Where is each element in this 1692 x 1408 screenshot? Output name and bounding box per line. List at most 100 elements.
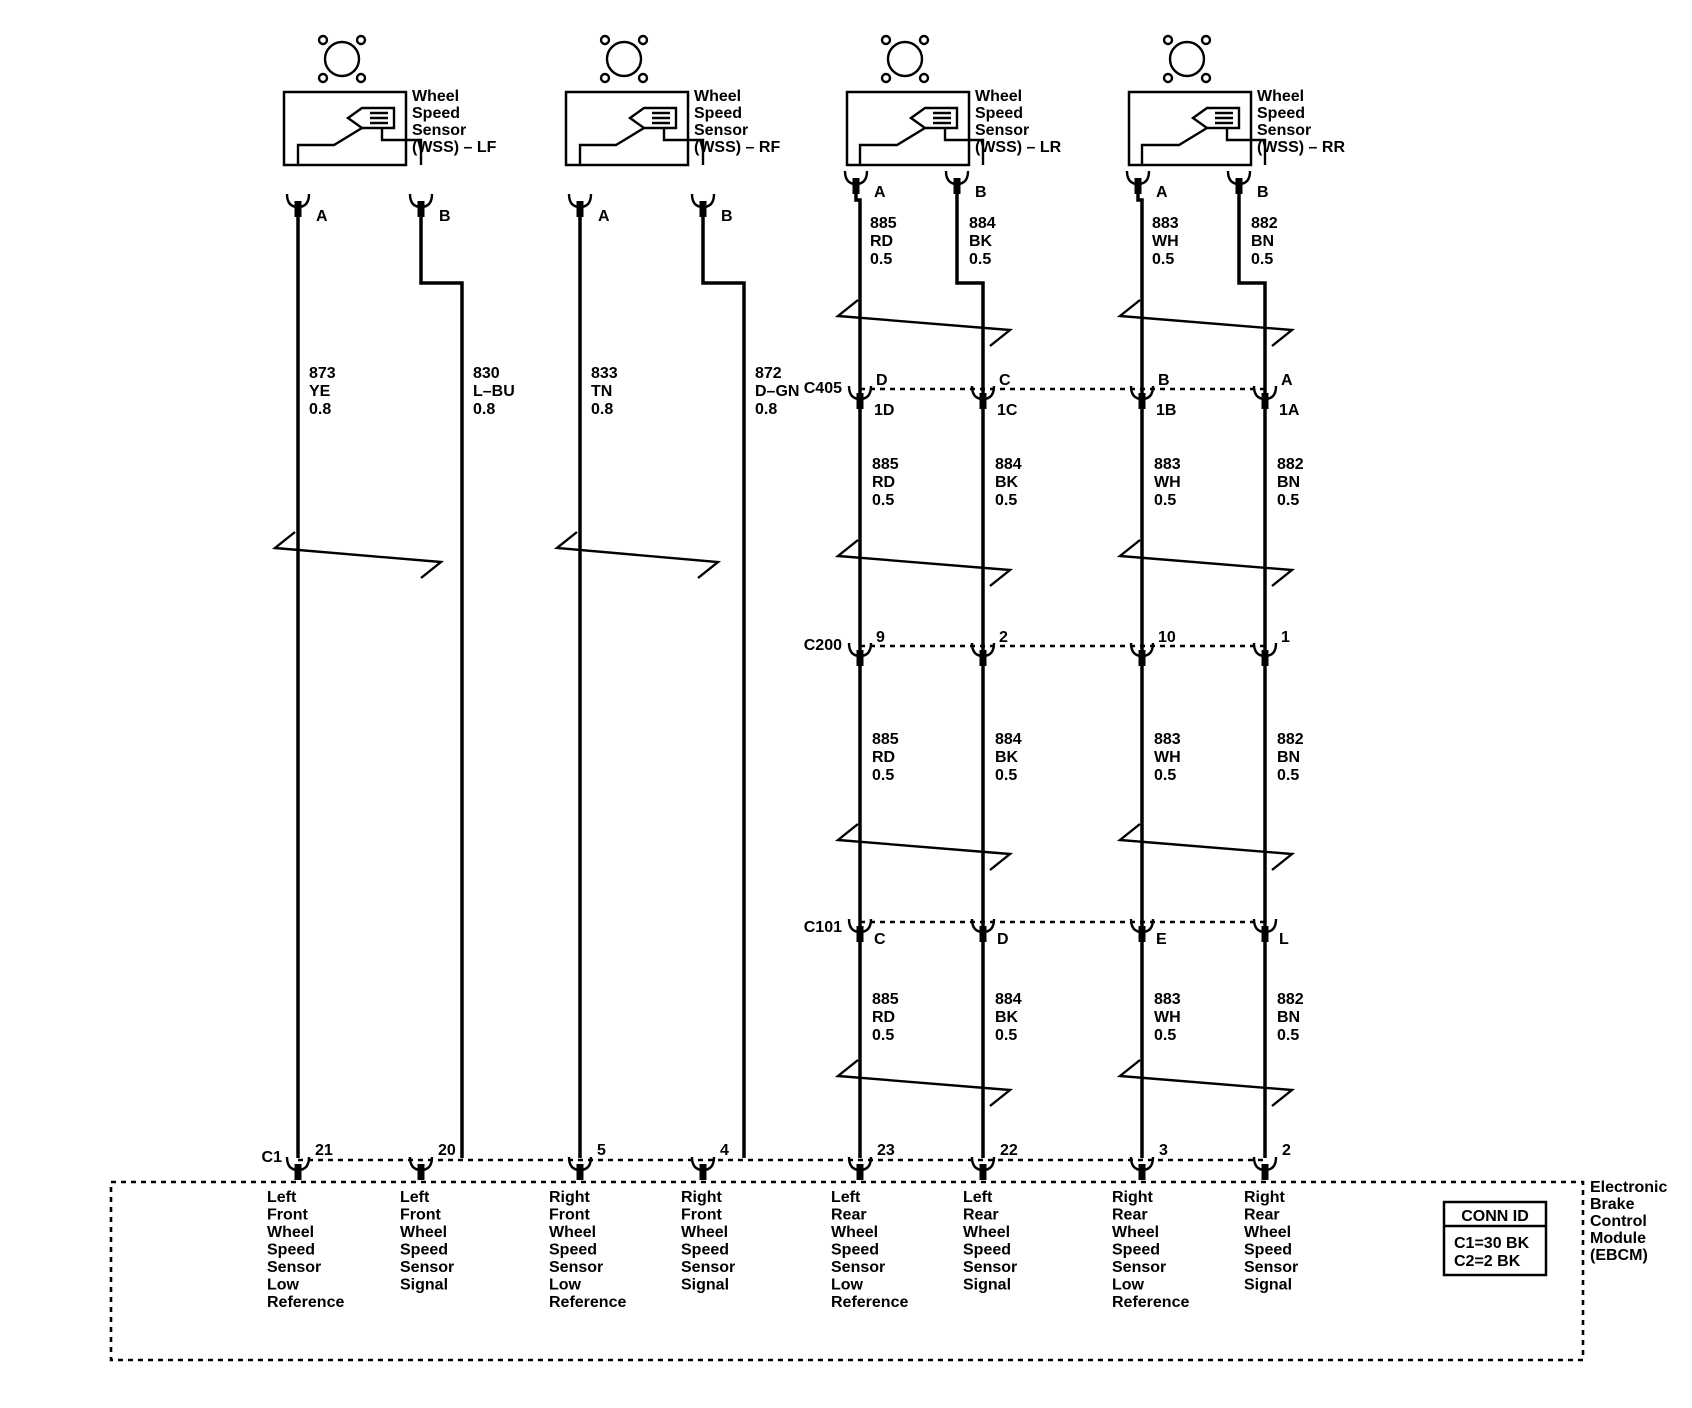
wire-circuit-number: 882 — [1277, 731, 1304, 748]
sensor-lead-a — [578, 126, 645, 165]
sensor-name-line: Sensor — [412, 122, 466, 139]
connector-pin-label: C — [999, 372, 1011, 389]
connector-pin-terminal — [417, 1164, 425, 1180]
sensor-pin-b-terminal — [1235, 178, 1243, 194]
ebcm-terminal-label: Speed — [267, 1242, 315, 1259]
wire-circuit-number: 872 — [755, 365, 782, 382]
wire-color: BN — [1277, 1009, 1300, 1026]
ebcm-name-line: Electronic — [1590, 1179, 1667, 1196]
sensor-pin-a-terminal — [294, 201, 302, 217]
pin-label: A — [598, 208, 610, 225]
connector-pin-label: 23 — [877, 1142, 895, 1159]
connector-pin-terminal — [979, 650, 987, 666]
wire-gauge: 0.5 — [1251, 251, 1273, 268]
ebcm-terminal-label: Front — [549, 1207, 591, 1224]
sensor-lead-a — [858, 126, 926, 165]
wheel-hub-icon — [605, 40, 643, 78]
wire-color: WH — [1154, 1009, 1181, 1026]
pin-label: A — [316, 208, 328, 225]
wheel-hub-icon — [886, 40, 924, 78]
connector-pin-label: L — [1279, 931, 1289, 948]
wire-gauge: 0.5 — [995, 492, 1017, 509]
ebcm-terminal-label: Sensor — [1112, 1259, 1166, 1276]
connector-pin-label: 21 — [315, 1142, 333, 1159]
wire-color: BK — [995, 474, 1019, 491]
pin-label: B — [439, 208, 451, 225]
sensor-lead-b — [662, 128, 705, 165]
connector-pin-label: 22 — [1000, 1142, 1018, 1159]
wheel-lug-icon — [355, 34, 367, 46]
pin-label: B — [721, 208, 733, 225]
wire-circuit-number: 883 — [1154, 731, 1181, 748]
connector-name: C1 — [262, 1149, 283, 1166]
ebcm-terminal-label: Left — [400, 1189, 430, 1206]
break-symbol — [834, 299, 1014, 347]
ebcm-terminal-label: Rear — [963, 1207, 999, 1224]
wire-gauge: 0.8 — [591, 401, 613, 418]
connector-pin-label: E — [1156, 931, 1167, 948]
sensor-name-line: Wheel — [975, 88, 1022, 105]
sensor-pin-b-terminal — [699, 201, 707, 217]
wire-color: BN — [1277, 749, 1300, 766]
pin-label: A — [874, 184, 886, 201]
wire-color: RD — [872, 474, 895, 491]
connector-pin-terminal — [1261, 1164, 1269, 1180]
wire-signal — [701, 217, 746, 1158]
connector-pin-terminal — [979, 926, 987, 942]
wheel-lug-icon — [317, 34, 329, 46]
ebcm-terminal-label: Rear — [1112, 1207, 1148, 1224]
break-symbol — [1116, 539, 1296, 587]
connector-pin-label: 1 — [1281, 629, 1290, 646]
wire-circuit-number: 882 — [1277, 456, 1304, 473]
wire-circuit-number: 882 — [1251, 215, 1278, 232]
ebcm-terminal-label: Reference — [1112, 1294, 1189, 1311]
wheel-hub-icon — [323, 40, 361, 78]
ebcm-outline — [109, 1180, 1585, 1362]
ebcm-terminal-label: Sensor — [549, 1259, 603, 1276]
sensor-pin-a-terminal — [576, 201, 584, 217]
wire-gauge: 0.5 — [995, 767, 1017, 784]
sensor-pin-a-terminal — [1134, 178, 1142, 194]
wire-gauge: 0.5 — [1154, 492, 1176, 509]
wheel-lug-icon — [1200, 72, 1212, 84]
sensor-name-line: Wheel — [412, 88, 459, 105]
wire-gauge: 0.8 — [309, 401, 331, 418]
connector-pin-label: 10 — [1158, 629, 1176, 646]
break-symbol — [834, 823, 1014, 871]
wire-color: RD — [872, 1009, 895, 1026]
connector-pin-terminal — [294, 1164, 302, 1180]
sensor-name-line: Speed — [1257, 105, 1305, 122]
ebcm-terminal-label: Signal — [681, 1277, 729, 1294]
wire-gauge: 0.5 — [872, 1027, 894, 1044]
connector-pin-label: 1C — [997, 402, 1018, 419]
connector-pin-terminal — [979, 393, 987, 409]
ebcm-terminal-label: Low — [267, 1277, 300, 1294]
wire-gauge: 0.5 — [872, 767, 894, 784]
connector-pin-terminal — [856, 650, 864, 666]
wire-gauge: 0.5 — [870, 251, 892, 268]
ebcm-terminal-label: Sensor — [1244, 1259, 1298, 1276]
break-symbol — [834, 1059, 1014, 1107]
wire-gauge: 0.8 — [473, 401, 495, 418]
break-symbol — [1116, 1059, 1296, 1107]
ebcm-terminal-label: Low — [831, 1277, 864, 1294]
ebcm-terminal-label: Wheel — [1244, 1224, 1291, 1241]
ebcm-terminal-label: Front — [267, 1207, 309, 1224]
wire-circuit-number: 885 — [870, 215, 897, 232]
connector-pin-label: D — [997, 931, 1009, 948]
wire-color: RD — [870, 233, 893, 250]
ebcm-terminal-label: Wheel — [549, 1224, 596, 1241]
break-symbol — [834, 539, 1014, 587]
wire-gauge: 0.5 — [1154, 767, 1176, 784]
break-symbol — [1116, 299, 1296, 347]
wheel-lug-icon — [880, 72, 892, 84]
wire-circuit-number: 884 — [995, 456, 1022, 473]
wire-gauge: 0.5 — [1277, 767, 1299, 784]
wheel-hub-icon — [1168, 40, 1206, 78]
wheel-lug-icon — [637, 72, 649, 84]
wire-gauge: 0.5 — [1152, 251, 1174, 268]
